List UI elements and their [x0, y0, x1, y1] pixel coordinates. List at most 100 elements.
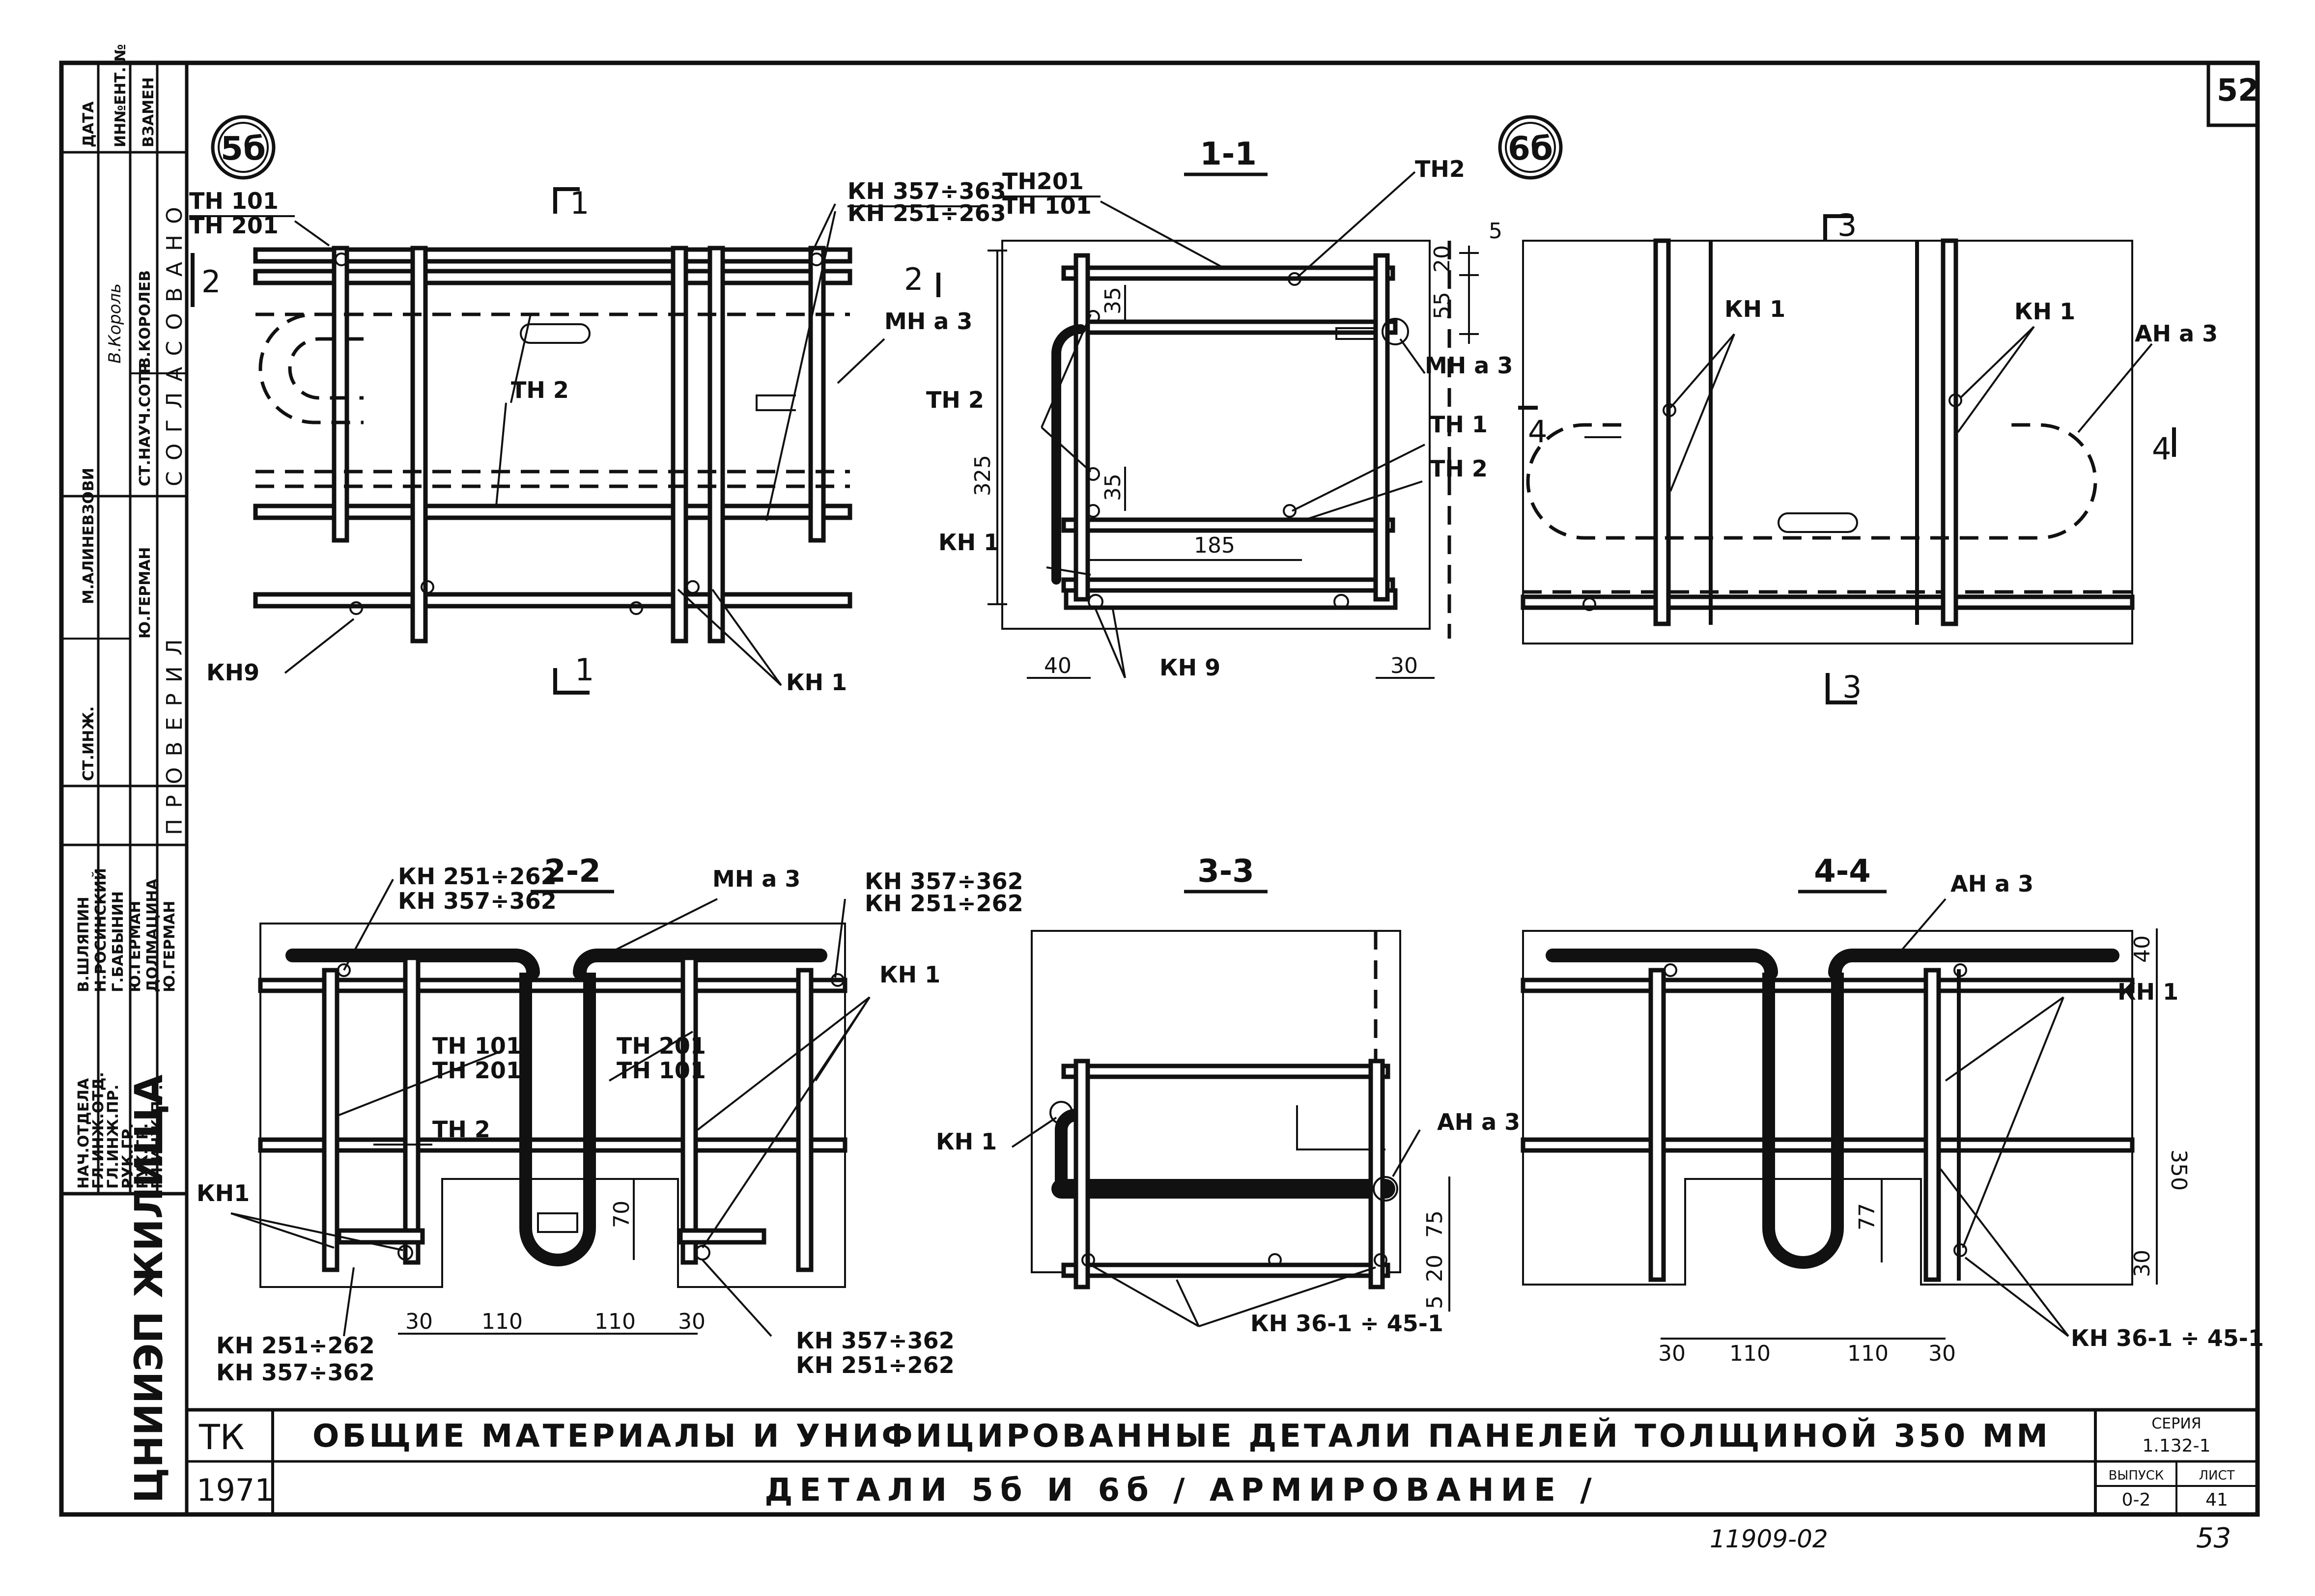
label-1-1-kn1: КН 1 [938, 529, 999, 556]
stamp-role-7: СТ.ИНЖ. [80, 706, 97, 781]
stamp-role-4: РУК.ГР. [119, 1123, 137, 1189]
dim-4-4-30a: 30 [1658, 1341, 1686, 1366]
stamp-role-6: ГЛ.ИНЖ.ПР. [149, 1085, 166, 1189]
stamp-name-3: Г.БАБЫНИН [110, 891, 127, 992]
dim-1-1-325: 325 [970, 455, 995, 496]
title-tk: ТК [198, 1417, 244, 1457]
cut-mark-6b-top-3: 3 [1837, 207, 1857, 243]
label-5b-kn357: КН 357÷363 [847, 178, 1006, 204]
sheet-label: ЛИСТ [2199, 1468, 2234, 1483]
label-6b-ana3: АН а 3 [2135, 320, 2218, 347]
page-number: 52 [2217, 72, 2259, 108]
issue-label: ВЫПУСК [2109, 1468, 2164, 1483]
label-1-1-tn1: ТН 1 [1430, 411, 1488, 438]
dim-4-4-350: 350 [2166, 1149, 2191, 1191]
label-2-2-kn357-right-bottom: КН 357÷362 [796, 1327, 955, 1354]
label-3-3-kn1: КН 1 [936, 1128, 997, 1155]
label-2-2-tn101-left: ТН 101 [432, 1033, 522, 1059]
label-2-2-tn101-right: ТН 101 [617, 1057, 706, 1084]
dim-1-1-35a: 35 [1101, 287, 1126, 314]
dim-4-4-77: 77 [1855, 1203, 1880, 1231]
series-value: 1.132-1 [2143, 1436, 2211, 1456]
label-2-2-kn251-bottom: КН 251÷262 [216, 1332, 375, 1359]
section-3-3-drawing [1011, 890, 1450, 1327]
label-5b-mna3: МН а 3 [884, 308, 972, 335]
stamp-name-5: ДОЛМАЦИНА [144, 878, 161, 992]
archive-number: 11909-02 [1710, 1525, 1828, 1553]
dim-1-1-55: 55 [1430, 292, 1455, 319]
detail-5b-badge: 5б [221, 130, 266, 168]
label-2-2-kn1-left: КН1 [197, 1180, 250, 1206]
dim-2-2-30b: 30 [678, 1309, 706, 1334]
stamp-agreed-title: СОГЛАСОВАНО [162, 196, 187, 486]
dim-4-4-40: 40 [2130, 935, 2155, 963]
dim-2-2-110a: 110 [481, 1309, 523, 1334]
dim-4-4-30b: 30 [1928, 1341, 1956, 1366]
dim-2-2-30a: 30 [405, 1309, 433, 1334]
stamp-name-4: Ю.ГЕРМАН [127, 901, 144, 992]
label-5b-kn251: КН 251÷263 [847, 200, 1006, 226]
dim-1-1-30: 30 [1390, 653, 1418, 678]
stamp-agreed-sign: В.Король [105, 283, 125, 364]
label-2-2-tn201-left: ТН 201 [432, 1057, 522, 1084]
section-1-1-title: 1-1 [1200, 136, 1257, 172]
dim-4-4-30-right: 30 [2130, 1250, 2155, 1277]
dim-3-3-20: 20 [1422, 1255, 1447, 1282]
series-label: СЕРИЯ [2151, 1415, 2201, 1432]
section-2-2-title: 2-2 [544, 853, 601, 890]
label-1-1-tn201: ТН201 [1002, 168, 1084, 195]
title-block [187, 1408, 2258, 1514]
title-year: 1971 [197, 1472, 274, 1508]
detail-6b-badge: 6б [1508, 130, 1553, 168]
dim-2-2-110b: 110 [594, 1309, 636, 1334]
label-5b-tn101: ТН 101 [189, 188, 279, 214]
stamp-agreed-name: В.КОРОЛЕВ [137, 270, 154, 368]
stamp-agreed-role-2: М.АЛИНЕВЗОВИ [80, 468, 97, 604]
sheet-value: 41 [2205, 1490, 2228, 1510]
stamp-name-2: Н.РОСИНСКИЙ [92, 868, 110, 992]
label-5b-kn9: КН9 [206, 659, 259, 686]
label-2-2-kn1-right: КН 1 [879, 961, 940, 988]
stamp-replace-label: ВЗАМЕН [140, 77, 157, 147]
dim-1-1-5: 5 [1489, 219, 1502, 244]
label-1-1-kn9: КН 9 [1159, 654, 1220, 681]
stamp-name-6: Ю.ГЕРМАН [161, 901, 178, 992]
label-1-1-tn2-top: ТН2 [1415, 156, 1465, 182]
dim-3-3-75: 75 [1422, 1210, 1447, 1238]
label-2-2-kn357-top: КН 357÷362 [398, 888, 557, 914]
title-line-2: ДЕТАЛИ 5б И 6б / АРМИРОВАНИЕ / [764, 1472, 1598, 1509]
cut-mark-5b-left-2: 2 [201, 264, 221, 300]
label-2-2-tn201-right: ТН 201 [617, 1033, 706, 1059]
dim-4-4-110b: 110 [1847, 1341, 1889, 1366]
detail-6b-drawing [1498, 115, 2176, 704]
section-1-1-drawing [988, 171, 1479, 679]
dim-2-2-70: 70 [609, 1201, 634, 1228]
label-4-4-kn1: КН 1 [2117, 979, 2178, 1005]
stamp-role-2: ГЛ.ИНЖ.ОТД. [90, 1072, 107, 1189]
section-4-4-title: 4-4 [1814, 853, 1871, 890]
label-6b-kn1-left: КН 1 [1724, 296, 1785, 322]
stamp-role-3: ГЛ.ИНЖ.ПР. [105, 1085, 122, 1189]
label-2-2-kn357-right-top: КН 357÷362 [865, 868, 1023, 895]
stamp-date-label: ДАТА [80, 101, 97, 147]
dim-1-1-40: 40 [1044, 653, 1072, 678]
title-line-1: ОБЩИЕ МАТЕРИАЛЫ И УНИФИЦИРОВАННЫЕ ДЕТАЛИ… [312, 1417, 2051, 1455]
label-1-1-tn2-right: ТН 2 [1430, 455, 1488, 482]
label-6b-kn1-right: КН 1 [2014, 298, 2075, 325]
cut-mark-6b-right-4: 4 [2152, 431, 2171, 467]
cut-mark-5b-right-2: 2 [904, 261, 923, 297]
cut-mark-5b-top-1: 1 [570, 185, 589, 221]
label-5b-tn2: ТН 2 [511, 377, 569, 403]
section-4-4-drawing [1521, 890, 2158, 1340]
stamp-checked-title: ПРОВЕРИЛ [162, 628, 187, 835]
issue-value: 0-2 [2122, 1490, 2151, 1510]
label-3-3-ana3: АН а 3 [1437, 1109, 1520, 1135]
cut-mark-6b-left-4: 4 [1528, 414, 1547, 449]
label-2-2-tn2: ТН 2 [432, 1116, 490, 1143]
dim-1-1-20: 20 [1430, 245, 1455, 273]
cut-mark-5b-bottom-1: 1 [575, 652, 594, 688]
bottom-page-number: 53 [2196, 1522, 2231, 1554]
section-2-2-drawing [230, 879, 871, 1337]
section-3-3-title: 3-3 [1197, 853, 1254, 890]
